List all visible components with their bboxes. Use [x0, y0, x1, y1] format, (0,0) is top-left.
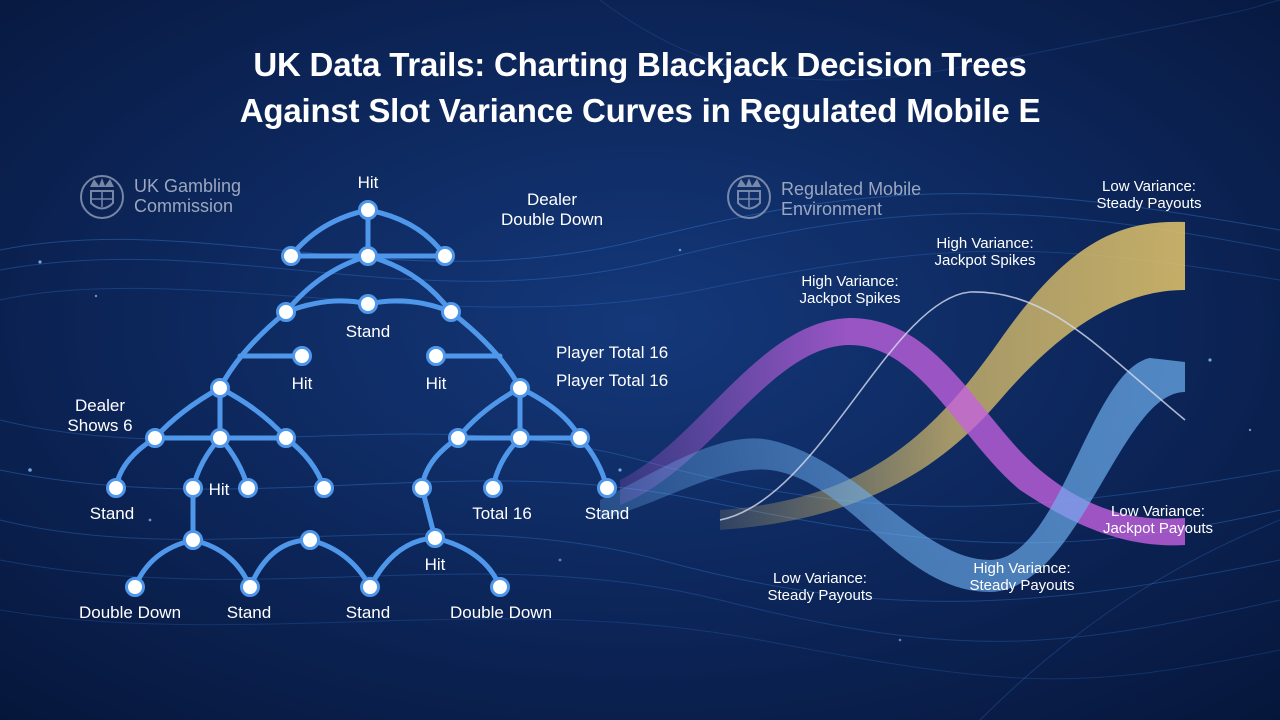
tree-node-27 — [425, 528, 445, 548]
logo-left-line-2: Commission — [134, 196, 234, 216]
tree-node-6 — [358, 294, 378, 314]
label-low-variance-bottom: Low Variance: Steady Payouts — [767, 570, 872, 604]
tree-node-26 — [300, 530, 320, 550]
glowing-particles — [28, 248, 1252, 642]
label-low-variance-top: Low Variance: Steady Payouts — [1096, 178, 1201, 212]
tree-node-15 — [448, 428, 468, 448]
curve-white-jackpot — [719, 291, 1186, 521]
high-variance-upper-line-2: Jackpot Spikes — [934, 252, 1036, 269]
high-variance-left-line-2: Jackpot Spikes — [799, 290, 901, 307]
low-variance-bottom-line-2: Steady Payouts — [767, 587, 873, 604]
tree-node-29 — [240, 577, 260, 597]
label-stand-upper: Stand — [345, 322, 391, 341]
tree-node-4 — [435, 246, 455, 266]
dealer-shows-6-line-2: Shows 6 — [67, 416, 133, 435]
tree-node-14 — [276, 428, 296, 448]
logo-left-line-1: UK Gambling — [134, 176, 242, 196]
dealer-double-down-line-1: Dealer — [526, 190, 578, 209]
low-variance-bottom-line-1: Low Variance: — [773, 570, 867, 587]
dealer-double-down-line-2: Double Down — [500, 210, 604, 229]
tree-node-7 — [441, 302, 461, 322]
low-variance-right-line-1: Low Variance: — [1111, 503, 1205, 520]
label-hit-bottom: Hit — [424, 555, 446, 574]
low-variance-top-line-1: Low Variance: — [1102, 178, 1196, 195]
label-stand-bottom-2: Stand — [345, 603, 391, 622]
curve-purple-high-variance — [620, 318, 1185, 546]
tree-node-16 — [510, 428, 530, 448]
regulated-mobile-logo-text: Regulated Mobile Environment — [781, 179, 921, 219]
regulated-mobile-crest-icon — [727, 175, 771, 219]
tree-node-2 — [281, 246, 301, 266]
page-title: UK Data Trails: Charting Blackjack Decis… — [0, 42, 1280, 134]
tree-node-13 — [210, 428, 230, 448]
tree-node-8 — [292, 346, 312, 366]
tree-node-11 — [510, 378, 530, 398]
logo-right-line-2: Environment — [781, 199, 883, 219]
label-hit-lower: Hit — [208, 480, 230, 499]
tree-node-24 — [597, 478, 617, 498]
dealer-shows-6-line-1: Dealer — [74, 396, 126, 415]
label-stand-bottom-1: Stand — [226, 603, 272, 622]
uk-gambling-commission-crest-icon — [80, 175, 124, 219]
tree-node-22 — [412, 478, 432, 498]
label-stand-right: Stand — [584, 504, 630, 523]
curve-gold-low-variance — [720, 221, 1185, 530]
high-variance-bottom-line-1: High Variance: — [973, 560, 1071, 577]
tree-node-25 — [183, 530, 203, 550]
tree-node-17 — [570, 428, 590, 448]
label-total-16: Total 16 — [472, 504, 532, 523]
title-line-1: UK Data Trails: Charting Blackjack Decis… — [253, 46, 1027, 83]
label-dealer-double-down: Dealer Double Down — [501, 190, 603, 230]
tree-node-5 — [276, 302, 296, 322]
label-high-variance-bottom: High Variance: Steady Payouts — [969, 560, 1074, 594]
tree-node-20 — [238, 478, 258, 498]
label-low-variance-right: Low Variance: Jackpot Payouts — [1103, 503, 1213, 537]
tree-node-30 — [360, 577, 380, 597]
tree-node-31 — [490, 577, 510, 597]
high-variance-bottom-line-2: Steady Payouts — [969, 577, 1075, 594]
label-dealer-shows-6: Dealer Shows 6 — [67, 396, 132, 436]
decision-tree-nodes — [106, 200, 617, 597]
title-line-2: Against Slot Variance Curves in Regulate… — [239, 92, 1041, 129]
tree-node-12 — [145, 428, 165, 448]
tree-node-23 — [483, 478, 503, 498]
tree-node-18 — [106, 478, 126, 498]
high-variance-left-line-1: High Variance: — [801, 273, 899, 290]
tree-node-28 — [125, 577, 145, 597]
label-hit-mid-left: Hit — [291, 374, 313, 393]
logo-right-line-1: Regulated Mobile — [781, 179, 922, 199]
label-double-down-right: Double Down — [449, 603, 553, 622]
tree-node-19 — [183, 478, 203, 498]
high-variance-upper-line-1: High Variance: — [936, 235, 1034, 252]
label-hit-top: Hit — [357, 173, 379, 192]
slot-variance-curves — [600, 221, 1186, 592]
tree-node-10 — [210, 378, 230, 398]
label-high-variance-upper: High Variance: Jackpot Spikes — [935, 235, 1036, 269]
tree-node-1 — [358, 200, 378, 220]
label-double-down-left: Double Down — [78, 603, 182, 622]
label-player-total-1: Player Total 16 — [556, 343, 669, 362]
low-variance-top-line-2: Steady Payouts — [1096, 195, 1202, 212]
label-stand-left: Stand — [89, 504, 135, 523]
uk-gambling-commission-logo-text: UK Gambling Commission — [134, 176, 241, 216]
tree-node-21 — [314, 478, 334, 498]
low-variance-right-line-2: Jackpot Payouts — [1102, 520, 1214, 537]
curve-blue-steady — [600, 358, 1185, 592]
label-player-total-2: Player Total 16 — [556, 371, 669, 390]
tree-node-3 — [358, 246, 378, 266]
label-hit-mid-right: Hit — [425, 374, 447, 393]
tree-node-9 — [426, 346, 446, 366]
label-high-variance-left: High Variance: Jackpot Spikes — [800, 273, 901, 307]
